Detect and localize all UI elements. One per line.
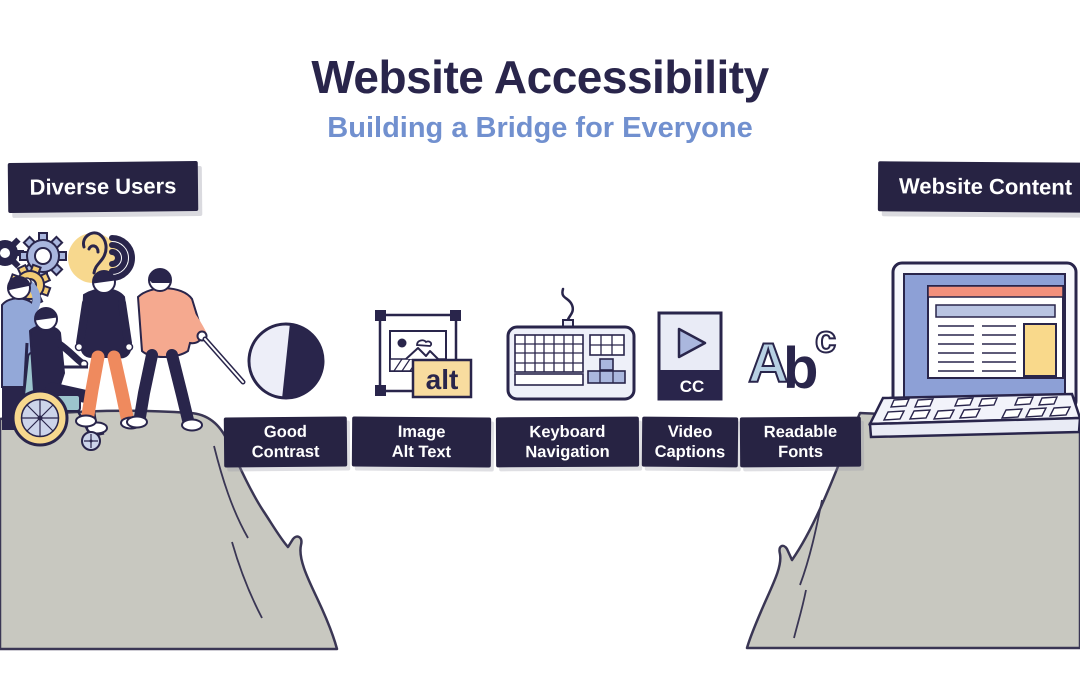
page-title: Website Accessibility bbox=[311, 51, 769, 103]
wheelchair-caster bbox=[81, 431, 101, 451]
walking-person bbox=[74, 270, 142, 430]
block-label-line2: Captions bbox=[654, 442, 726, 462]
letter-c: c bbox=[815, 319, 836, 361]
diverse-users-badge: Diverse Users bbox=[7, 161, 199, 213]
play-icon bbox=[677, 327, 707, 359]
keyboard-arrow-keys bbox=[587, 358, 626, 384]
diverse-users-label: Diverse Users bbox=[29, 173, 177, 200]
website-content-badge: Website Content bbox=[877, 161, 1080, 213]
website-window bbox=[927, 285, 1064, 379]
website-content-label: Website Content bbox=[898, 173, 1073, 200]
sunglasses-icon bbox=[151, 277, 171, 283]
closed-captions-label: CC bbox=[680, 377, 705, 396]
bridge-block-good-contrast: Good Contrast bbox=[223, 416, 348, 468]
website-titlebar bbox=[927, 285, 1064, 298]
letter-b: b bbox=[783, 336, 818, 400]
block-label-line1: Readable bbox=[763, 422, 838, 442]
block-label-line2: Navigation bbox=[525, 442, 610, 462]
contrast-circle-icon bbox=[247, 322, 325, 400]
page-subtitle: Building a Bridge for Everyone bbox=[327, 112, 753, 144]
block-label-line1: Image bbox=[397, 422, 446, 442]
ear-icon bbox=[82, 231, 108, 275]
website-image-placeholder bbox=[1023, 323, 1057, 377]
image-alt-icon: alt bbox=[375, 310, 473, 399]
laptop-illustration bbox=[867, 261, 1080, 439]
orange-trousers bbox=[81, 350, 105, 422]
keyboard-side-keys bbox=[589, 334, 625, 356]
bridge-block-image-alt-text: Image Alt Text bbox=[351, 416, 492, 468]
laptop-keys bbox=[882, 396, 1072, 421]
website-navbar bbox=[935, 304, 1056, 318]
keyboard-main-keys bbox=[514, 334, 584, 386]
video-captions-icon: CC bbox=[657, 311, 723, 401]
white-cane bbox=[202, 336, 246, 385]
bridge-block-keyboard-navigation: Keyboard Navigation bbox=[495, 416, 640, 468]
bridge-block-video-captions: Video Captions bbox=[641, 416, 739, 468]
website-text-lines bbox=[938, 325, 1016, 372]
left-cliff-cracks bbox=[213, 445, 263, 619]
alt-tag-label: alt bbox=[426, 364, 459, 395]
laptop-base bbox=[867, 392, 1080, 439]
blind-person-with-cane bbox=[126, 268, 246, 432]
keyboard-icon bbox=[506, 287, 636, 401]
block-label-line2: Contrast bbox=[251, 442, 320, 462]
bridge-block-readable-fonts: Readable Fonts bbox=[739, 416, 862, 468]
wheelchair-wheel bbox=[11, 389, 69, 447]
letter-a: A bbox=[748, 331, 788, 394]
readable-fonts-icon: A b c bbox=[747, 318, 837, 400]
alt-tag: alt bbox=[411, 358, 473, 399]
block-label-line2: Fonts bbox=[778, 442, 824, 462]
right-cliff-cracks bbox=[793, 499, 823, 639]
wheelchair-user bbox=[11, 307, 108, 451]
captions-bar bbox=[659, 370, 721, 399]
left-cliff bbox=[0, 409, 339, 651]
diverse-users-illustration bbox=[0, 231, 246, 451]
block-label-line1: Keyboard bbox=[529, 422, 606, 442]
block-label-line1: Video bbox=[667, 422, 713, 442]
sound-waves-icon bbox=[109, 235, 135, 281]
block-label-line2: Alt Text bbox=[391, 442, 452, 462]
block-label-line1: Good bbox=[263, 422, 308, 442]
